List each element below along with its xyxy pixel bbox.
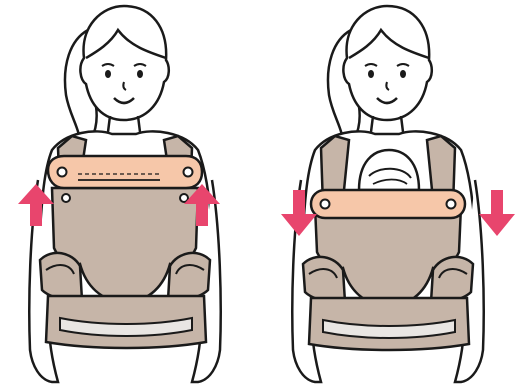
hood-panel-icon: [48, 156, 202, 188]
illustration-hood-raised: [0, 0, 262, 387]
snap-button-icon: [58, 168, 67, 177]
snap-button-icon: [447, 200, 456, 209]
eye-icon: [105, 70, 111, 78]
woman-with-carrier-icon: [263, 0, 525, 387]
snap-button-icon: [184, 168, 193, 177]
eye-icon: [368, 70, 374, 78]
arrow-down-icon: [479, 190, 515, 236]
woman-with-carrier-icon: [0, 0, 262, 387]
eye-icon: [400, 70, 406, 78]
snap-button-icon: [321, 200, 330, 209]
hood-panel-icon: [311, 190, 465, 218]
eye-icon: [137, 70, 143, 78]
illustration-hood-lowered: [263, 0, 525, 387]
